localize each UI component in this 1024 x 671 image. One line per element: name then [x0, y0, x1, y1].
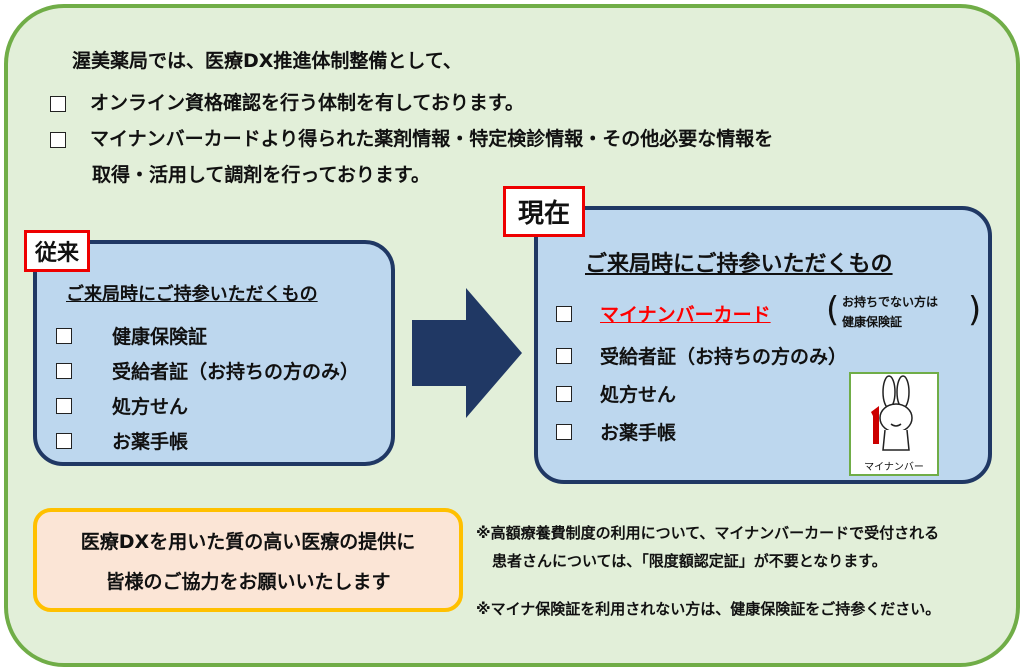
list-item: 健康保険証	[56, 322, 207, 349]
card-note: お持ちでない方は健康保険証	[842, 292, 938, 332]
item-text: 処方せん	[112, 396, 189, 418]
appeal-line: 医療DXを用いた質の高い医療の提供に	[80, 531, 416, 553]
item-text: お薬手帳	[600, 422, 677, 444]
item-text: お薬手帳	[112, 431, 189, 453]
note-line: 健康保険証	[842, 315, 903, 329]
mascot-rabbit-icon	[871, 375, 913, 451]
item-text: 受給者証（お持ちの方のみ）	[112, 361, 360, 383]
note-2: ※マイナ保険証を利用されない方は、健康保険証をご持参ください。	[476, 600, 941, 618]
check-text: マイナンバーカードより得られた薬剤情報・特定検診情報・その他必要な情報を	[90, 128, 774, 150]
arrow-right-icon	[412, 288, 522, 418]
check-online: オンライン資格確認を行う体制を有しております。	[50, 88, 524, 115]
item-text: 処方せん	[600, 384, 677, 406]
list-item: 処方せん	[56, 392, 188, 419]
item-text: マイナンバーカード	[600, 304, 771, 326]
appeal-box: 医療DXを用いた質の高い医療の提供に 皆様のご協力をお願いいたします	[33, 508, 463, 612]
checkbox-icon	[56, 397, 72, 414]
checkbox-icon	[556, 305, 572, 322]
checkbox-icon	[556, 385, 572, 402]
mynumber-mascot: マイナンバー	[849, 372, 939, 476]
checkbox-icon	[56, 432, 72, 449]
now-heading: ご来局時にご持参いただくもの	[585, 252, 893, 277]
check-mynumber-cont: 取得・活用して調剤を行っております。	[92, 164, 431, 186]
note-1a: ※高額療養費制度の利用について、マイナンバーカードで受付される	[476, 524, 940, 542]
item-text: 受給者証（お持ちの方のみ）	[600, 346, 848, 368]
list-item: 処方せん	[556, 380, 676, 407]
before-tag: 従来	[24, 230, 91, 272]
note-line: お持ちでない方は	[842, 295, 939, 309]
checkbox-icon	[50, 131, 66, 148]
before-heading: ご来局時にご持参いただくもの	[66, 284, 318, 305]
intro-text: 渥美薬局では、医療DX推進体制整備として、	[72, 50, 462, 72]
checkbox-icon	[556, 347, 572, 364]
list-item: 受給者証（お持ちの方のみ）	[56, 357, 359, 384]
checkbox-icon	[56, 327, 72, 344]
paren-close: )	[968, 290, 982, 330]
appeal-line: 皆様のご協力をお願いいたします	[105, 571, 391, 593]
note-1b: 患者さんについては、「限度額認定証」が不要となります。	[492, 552, 887, 570]
checkbox-icon	[56, 362, 72, 379]
list-item: お薬手帳	[56, 427, 188, 454]
check-text: オンライン資格確認を行う体制を有しております。	[90, 92, 524, 114]
checkbox-icon	[50, 95, 66, 112]
checkbox-icon	[556, 423, 572, 440]
mascot-label: マイナンバー	[864, 462, 924, 473]
before-box	[33, 240, 395, 466]
list-item: お薬手帳	[556, 418, 676, 445]
now-tag: 現在	[503, 186, 586, 237]
paren-open: (	[826, 290, 840, 330]
item-text: 健康保険証	[112, 326, 208, 348]
list-item-mynumber-card: マイナンバーカード	[556, 300, 771, 327]
check-mynumber: マイナンバーカードより得られた薬剤情報・特定検診情報・その他必要な情報を	[50, 124, 773, 151]
list-item: 受給者証（お持ちの方のみ）	[556, 342, 847, 369]
